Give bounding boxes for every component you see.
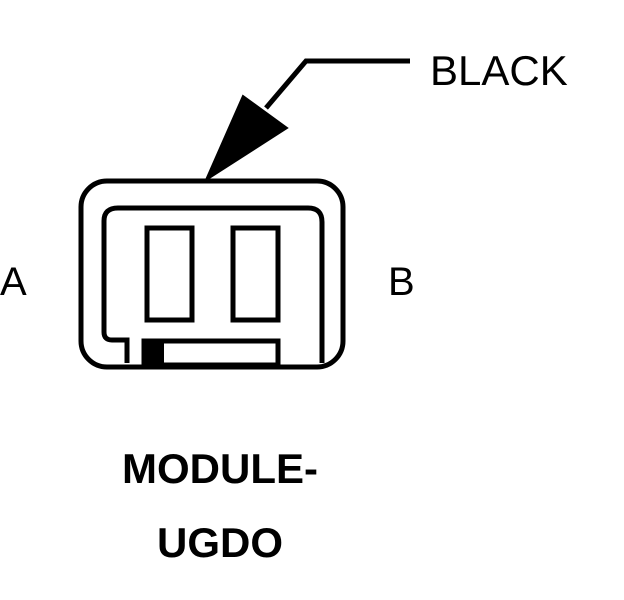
connector-housing-inner — [101, 205, 325, 363]
connector-key-slot — [141, 338, 281, 368]
terminal-cavity-b — [230, 225, 281, 323]
connector-title: MODULE- UGDO — [60, 448, 380, 564]
terminal-cavity-a — [144, 225, 195, 323]
pin-b-label: B — [388, 260, 415, 304]
leader-arrowhead — [203, 94, 289, 183]
leader-line — [264, 58, 410, 110]
pin-a-label: A — [0, 260, 27, 304]
connector-title-line-2: UGDO — [157, 519, 283, 566]
connector-title-line-1: MODULE- — [122, 445, 318, 492]
pin-a-marker — [144, 341, 164, 365]
wire-color-label: BLACK — [430, 47, 568, 94]
